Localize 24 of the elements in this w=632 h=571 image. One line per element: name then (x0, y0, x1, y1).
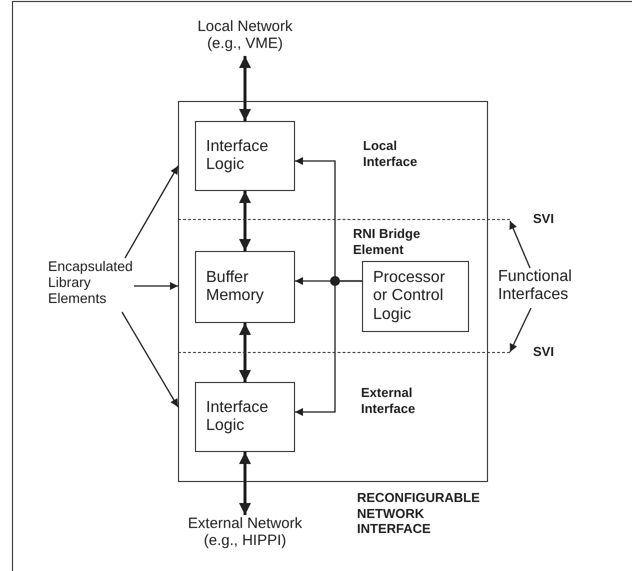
arrow (295, 280, 362, 416)
module-title: RECONFIGURABLE NETWORK INTERFACE (357, 490, 481, 537)
section-label: External Interface (361, 385, 416, 416)
interfaces-label: Functional Interfaces (498, 268, 573, 305)
arrow (239, 56, 251, 121)
section-label: Local Interface (363, 138, 418, 170)
network-label: Local Network (e.g., VME) (196, 18, 294, 52)
arrow (121, 312, 179, 408)
arrow (239, 452, 251, 515)
arrow (239, 323, 251, 382)
arrow (239, 191, 251, 251)
processor-box: Processor or Control Logic (362, 261, 469, 332)
network-label: External Network (e.g., HIPPI) (186, 515, 304, 550)
memory-box: Buffer Memory (195, 251, 295, 323)
arrow (134, 282, 178, 290)
arrow (509, 308, 532, 352)
interface-tag: SVI (533, 344, 554, 360)
logic-box: Interface Logic (195, 121, 295, 191)
interface-tag: SVI (533, 211, 554, 227)
arrow (124, 166, 179, 258)
logic-box: Interface Logic (195, 382, 295, 452)
section-label: RNI Bridge Element (353, 226, 422, 258)
elements-label: Encapsulated Library Elements (48, 258, 134, 306)
arrow (509, 220, 531, 268)
